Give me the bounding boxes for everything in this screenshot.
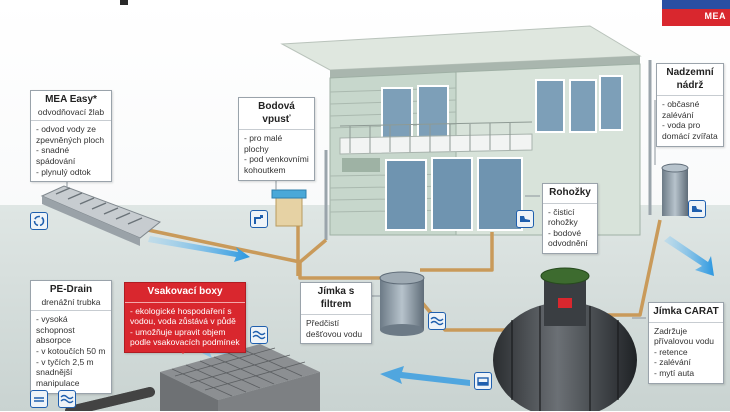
callout-vsakovaci-boxy: Vsakovací boxy - ekologické hospodaření … xyxy=(124,282,246,353)
waves-icon xyxy=(250,326,268,344)
tank-icon xyxy=(474,372,492,390)
waves-icon xyxy=(428,312,446,330)
callout-item: - ekologické hospodaření s vodou, voda z… xyxy=(130,305,236,327)
callout-item: - vysoká schopnost absorpce xyxy=(36,314,75,346)
callout-subtitle: odvodňovací žlab xyxy=(37,106,105,117)
mea-logo: MEA xyxy=(662,0,730,26)
callout-item: Zadržuje přívalovou vodu xyxy=(654,325,715,347)
surface-tank xyxy=(661,163,689,216)
callout-pointer xyxy=(176,346,190,354)
water-level-icon xyxy=(30,390,48,408)
carat-tank xyxy=(493,267,637,411)
callout-item: - zalévání xyxy=(654,357,691,368)
callout-title: Bodová vpusť xyxy=(258,101,295,125)
callout-title: MEA Easy* xyxy=(45,94,97,105)
faucet-icon xyxy=(250,210,268,228)
callout-pe-drain: PE-Drain drenážní trubka - vysoká schopn… xyxy=(30,280,112,394)
callout-title: Jímka CARAT xyxy=(653,306,719,317)
shoe-icon xyxy=(688,200,706,218)
callout-item: Předčistí dešťovou vodu xyxy=(306,318,363,339)
callout-item: - umožňuje upravit objem podle vsakovací… xyxy=(130,326,240,348)
callout-bodova-vpust: Bodová vpusť - pro malé plochy - pod ven… xyxy=(238,97,315,181)
callout-item: - občasné zalévání xyxy=(662,99,700,120)
callout-subtitle: drenážní trubka xyxy=(41,296,101,307)
drainage-channel xyxy=(40,185,161,246)
callout-title: Rohožky xyxy=(549,187,591,198)
callout-item: - pro malé plochy xyxy=(244,133,283,154)
callout-title: Jímka s filtrem xyxy=(317,286,355,310)
callout-title: Nadzemní nádrž xyxy=(666,67,714,91)
infiltration-boxes xyxy=(160,344,320,411)
point-drain xyxy=(271,189,307,227)
top-mark xyxy=(120,0,128,5)
logo-stripe-red xyxy=(662,9,730,26)
callout-item: - retence xyxy=(654,346,688,357)
callout-item: - plynulý odtok xyxy=(36,166,91,177)
callout-item: - odvod vody ze zpevněných ploch xyxy=(36,124,105,145)
callout-nadzemni-nadrz: Nadzemní nádrž - občasné zalévání - voda… xyxy=(656,63,724,147)
callout-mea-easy: MEA Easy* odvodňovací žlab - odvod vody … xyxy=(30,90,112,183)
callout-item: - pod venkovními kohoutkem xyxy=(244,154,309,175)
callout-rohozky: Rohožky - čisticí rohožky - bodové odvod… xyxy=(542,183,598,254)
callout-item: - voda pro domácí zvířata xyxy=(662,120,718,141)
callout-item: - v kotoučích 50 m xyxy=(36,346,106,356)
downpipes xyxy=(324,60,652,240)
logo-text: MEA xyxy=(704,11,726,21)
callout-item: - čisticí rohožky xyxy=(548,206,578,228)
callout-item: - mytí auta xyxy=(654,368,695,378)
recycle-icon xyxy=(30,212,48,230)
waves-icon xyxy=(58,390,76,408)
callout-title: PE-Drain xyxy=(49,284,93,295)
filter-shaft xyxy=(379,271,425,336)
shoe-icon xyxy=(516,210,534,228)
callout-jimka-filtr: Jímka s filtrem Předčistí dešťovou vodu xyxy=(300,282,372,345)
callout-item: - v tyčích 2,5 m snadnější manipulace xyxy=(36,356,94,388)
callout-jimka-carat: Jímka CARAT Zadržuje přívalovou vodu - r… xyxy=(648,302,724,384)
logo-stripe-blue xyxy=(662,0,730,9)
drain-pipe xyxy=(65,387,155,411)
callout-item: - bodové odvodnění xyxy=(548,227,588,249)
callout-item: - snadné spádování xyxy=(36,145,76,166)
callout-title: Vsakovací boxy xyxy=(147,286,223,297)
